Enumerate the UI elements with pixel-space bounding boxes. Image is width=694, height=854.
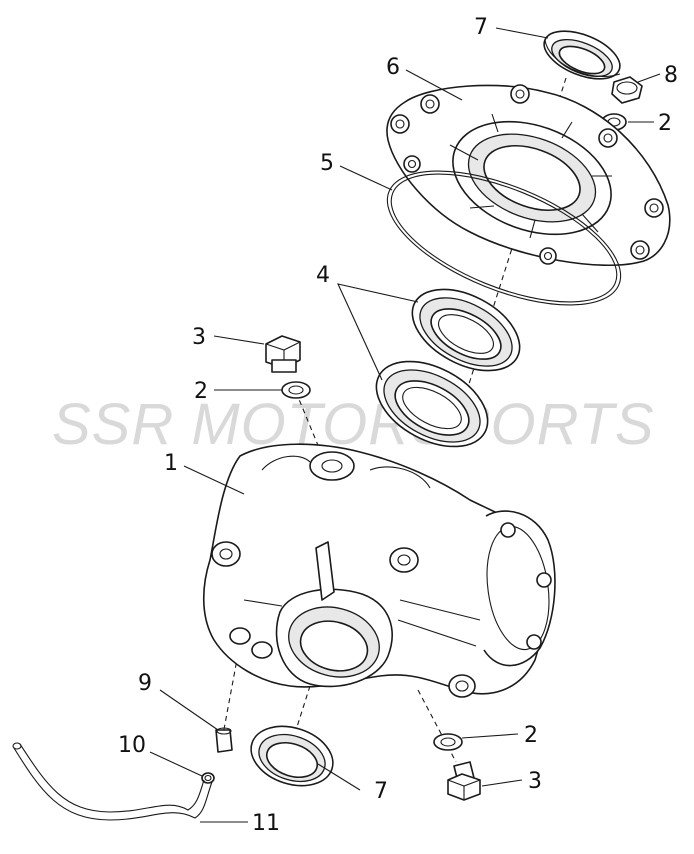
callout-2-top-right: 2 [658, 111, 672, 136]
leader-7-top [495, 27, 549, 39]
hose-clip [201, 772, 215, 784]
callout-2-bottom: 2 [524, 723, 538, 748]
axis-plug-bottom [417, 689, 457, 763]
washer-upper-left [281, 381, 311, 399]
breather-hose [12, 742, 213, 821]
axis-upper [454, 77, 567, 429]
watermark-text: SSR MOTORSPORTS [52, 392, 655, 457]
axis-breather [221, 653, 239, 741]
breather-fitting [215, 727, 233, 753]
callout-11: 11 [252, 811, 280, 836]
leader-9 [159, 689, 219, 731]
leader-1 [183, 465, 245, 495]
plug-bottom [447, 761, 481, 801]
cap-plug [611, 76, 643, 104]
callout-5: 5 [320, 151, 334, 176]
callout-3-top: 3 [192, 325, 206, 350]
callout-6: 6 [386, 55, 400, 80]
leader-10 [149, 751, 203, 777]
leader-8 [637, 73, 661, 83]
bearing-lower [375, 360, 489, 448]
o-ring [386, 170, 622, 306]
callout-3-bottom: 3 [528, 769, 542, 794]
callout-7-bottom: 7 [374, 779, 388, 804]
oil-seal-bottom [250, 725, 334, 787]
callout-1: 1 [164, 451, 178, 476]
callout-4: 4 [316, 263, 330, 288]
axis-seal-bottom [295, 685, 311, 731]
leader-3-bottom [481, 779, 523, 787]
washer-bottom-right [433, 733, 463, 751]
housing-cover [386, 84, 671, 267]
leader-7-bottom [317, 763, 361, 791]
plug-top [265, 335, 301, 373]
callout-7-top: 7 [474, 15, 488, 40]
gearcase-housing [202, 443, 556, 698]
leader-2-bottom [461, 733, 519, 739]
callout-10: 10 [118, 733, 146, 758]
bearing-upper [411, 288, 521, 372]
leader-6 [405, 69, 463, 101]
callout-9: 9 [138, 671, 152, 696]
leader-3-top [213, 335, 265, 345]
leader-5 [339, 165, 393, 191]
oil-seal-top [543, 30, 621, 80]
callout-8: 8 [664, 63, 678, 88]
leader-4 [337, 283, 419, 381]
callout-2-upper-left: 2 [194, 379, 208, 404]
